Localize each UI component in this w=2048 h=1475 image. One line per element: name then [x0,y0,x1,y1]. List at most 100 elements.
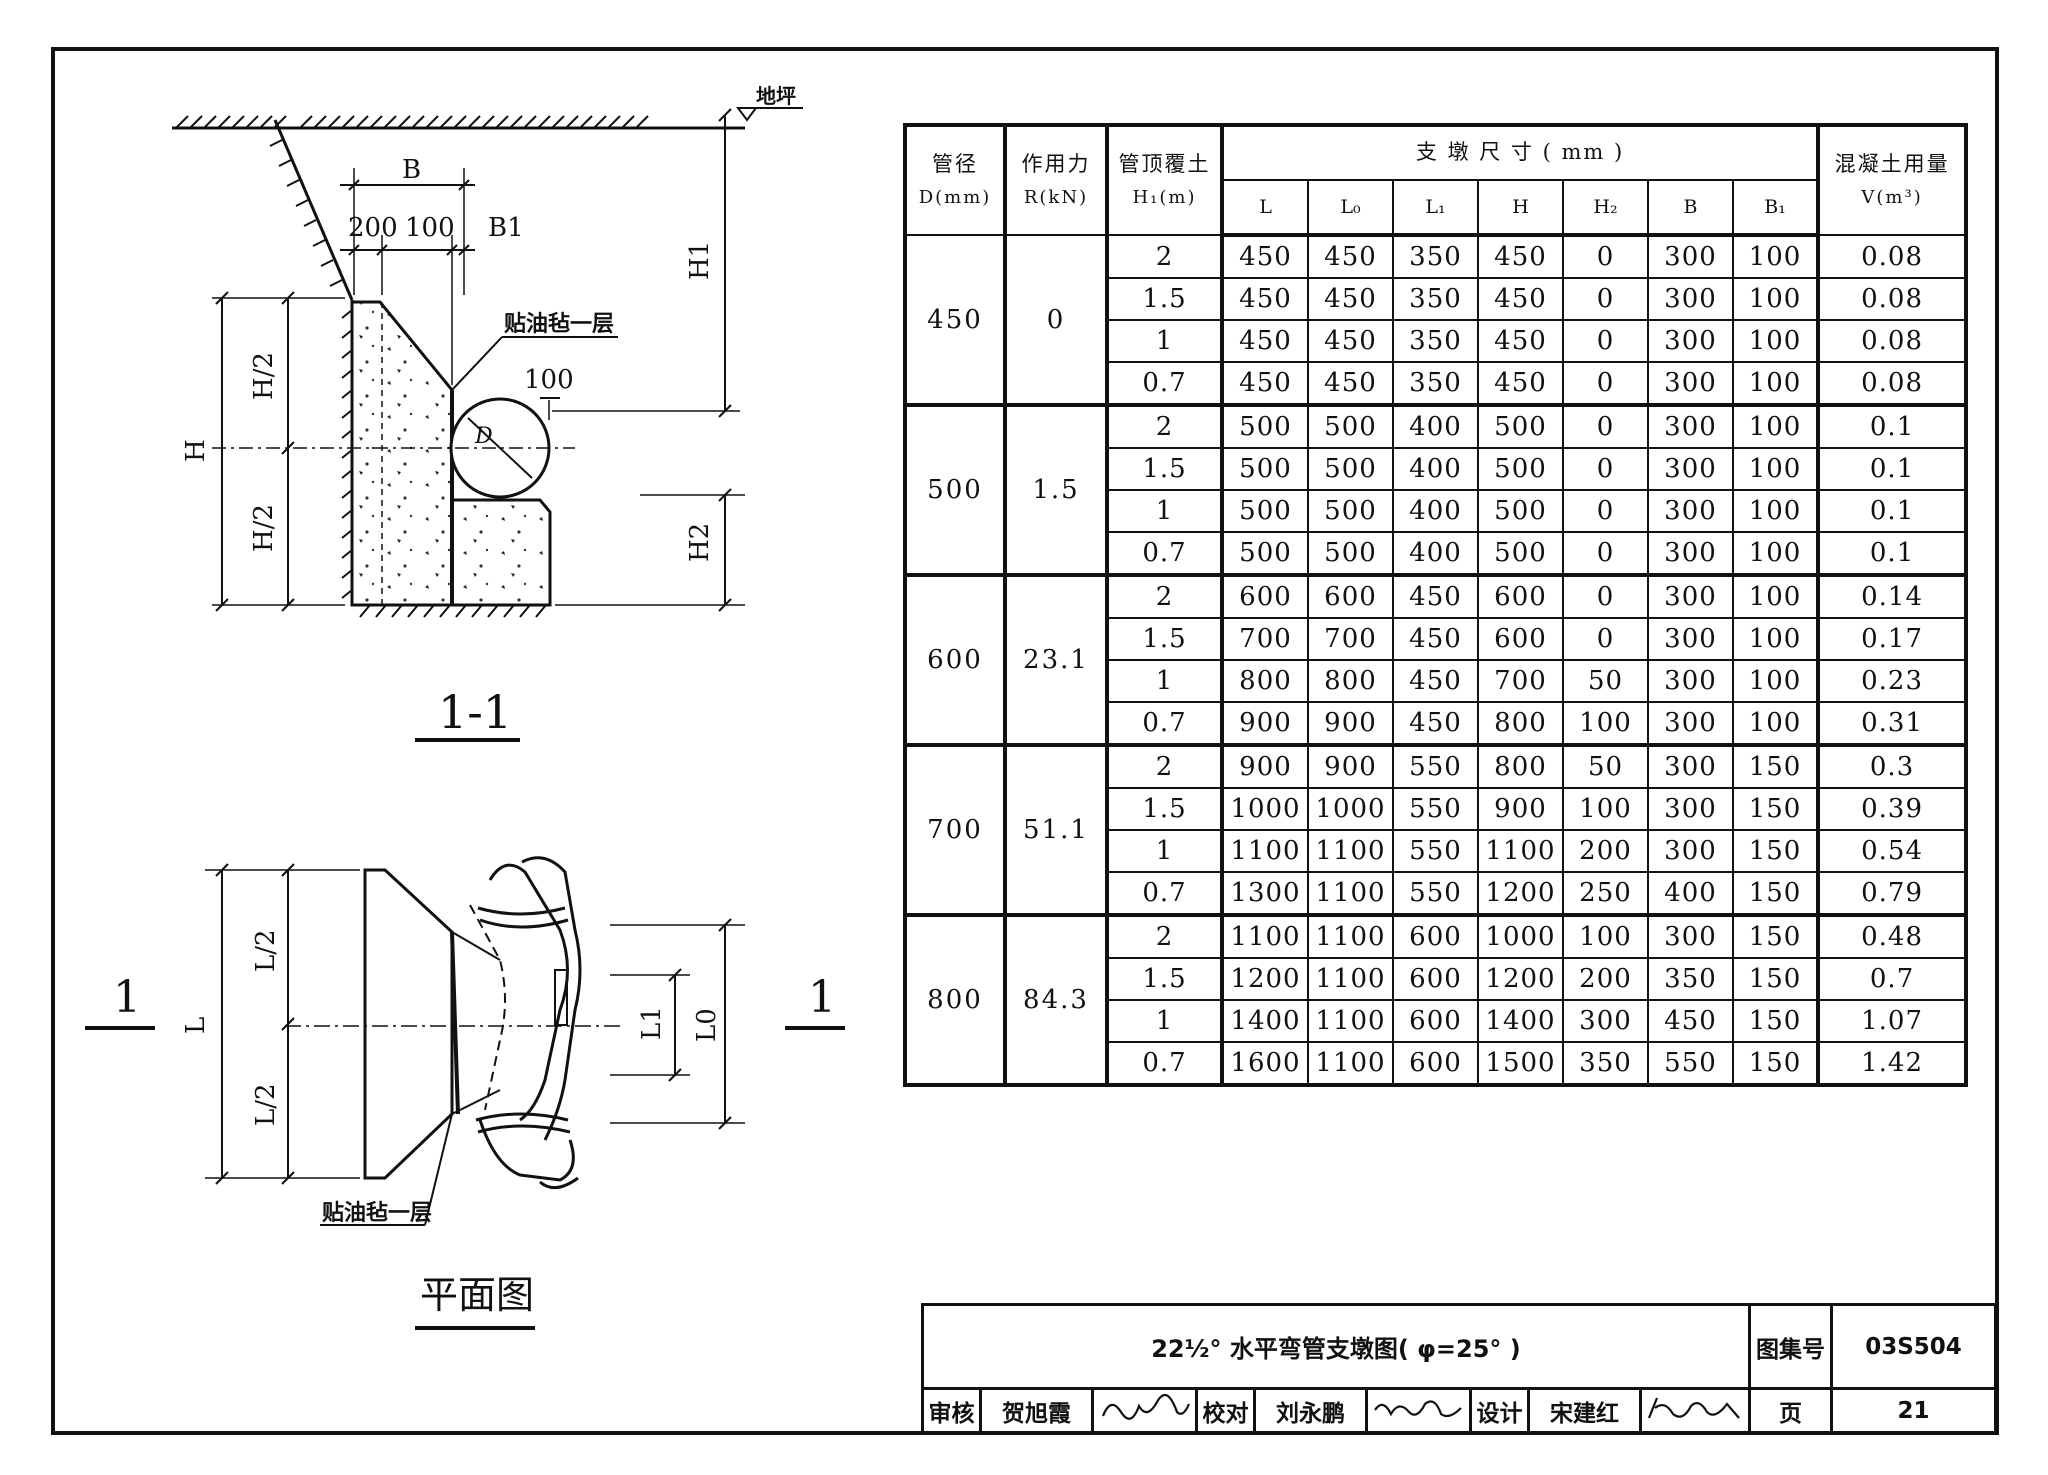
cell-dim-b1: 150 [1731,871,1821,917]
cell-dim-l0: 1100 [1307,999,1394,1043]
cell-dim-b1: 100 [1731,701,1821,747]
header-L1: L₁ [1392,179,1479,237]
cell-dim-l: 900 [1221,701,1309,747]
cell-dim-h2: 0 [1562,531,1649,577]
header-diameter-unit: D(mm) [918,187,992,209]
cell-dim-l0: 900 [1307,744,1394,789]
cell-dim-l0: 450 [1307,277,1394,321]
plan-view: L L/2 L/2 L1 L0 1 [85,856,845,1330]
dim-D: D [474,424,493,449]
cell-dim-l0: 1100 [1307,914,1394,959]
felt-label-plan: 贴油毡一层 [322,1200,432,1226]
cell-dim-l: 600 [1221,574,1309,619]
group-force: 1.5 [1004,404,1109,577]
cell-dim-l: 450 [1221,277,1309,321]
cell-volume: 0.1 [1817,531,1968,577]
header-dims-group: 支 墩 尺 寸 ( mm ) [1220,124,1821,181]
cell-cover-h1: 1 [1106,659,1224,703]
dim-100-pipe: 100 [524,365,574,395]
header-force-unit: R(kN) [1023,187,1089,209]
cell-dim-h2: 0 [1562,617,1649,661]
cell-volume: 1.07 [1817,999,1968,1043]
cell-dim-l1: 400 [1392,489,1479,533]
cell-dim-b1: 150 [1731,829,1821,873]
trench-slope [273,119,354,301]
cell-dim-b1: 100 [1731,489,1821,533]
cell-dim-l: 1300 [1221,871,1309,917]
dim-B: B [402,155,421,185]
cell-dim-b: 300 [1647,701,1734,747]
group-diameter: 500 [904,404,1007,577]
cell-dim-b: 300 [1647,361,1734,407]
cell-volume: 0.31 [1817,701,1968,747]
cell-dim-h: 450 [1477,319,1564,363]
cell-dim-b1: 100 [1731,617,1821,661]
section-title: 1-1 [438,685,512,739]
cell-dim-h2: 250 [1562,871,1649,917]
cell-cover-h1: 1.5 [1106,277,1224,321]
header-cover: 管顶覆土 H₁(m) [1106,124,1224,236]
cell-dim-h2: 0 [1562,361,1649,407]
cell-dim-l1: 400 [1392,447,1479,491]
checker-name: 刘永鹏 [1253,1387,1368,1435]
group-force: 51.1 [1004,744,1109,917]
group-diameter: 450 [904,234,1007,407]
cell-dim-h: 800 [1477,744,1564,789]
cell-dim-l: 900 [1221,744,1309,789]
cell-dim-b: 300 [1647,574,1734,619]
cell-dim-h: 500 [1477,447,1564,491]
cell-cover-h1: 1 [1106,999,1224,1043]
cell-volume: 0.1 [1817,404,1968,449]
header-L0: L₀ [1307,179,1394,237]
cell-dim-b1: 150 [1731,914,1821,959]
ground-label: 地坪 [756,84,796,108]
cell-dim-l0: 800 [1307,659,1394,703]
header-B: B [1647,179,1734,237]
group-diameter: 800 [904,914,1007,1087]
cell-dim-h2: 100 [1562,787,1649,831]
cell-dim-h: 600 [1477,617,1564,661]
cell-dim-l0: 700 [1307,617,1394,661]
cell-dim-l: 1000 [1221,787,1309,831]
designer-signature [1638,1387,1752,1435]
cell-dim-b: 300 [1647,447,1734,491]
cell-dim-b1: 100 [1731,361,1821,407]
cell-dim-b: 300 [1647,659,1734,703]
header-force-name: 作用力 [1021,152,1091,177]
cell-dim-l1: 550 [1392,829,1479,873]
cell-cover-h1: 1.5 [1106,957,1224,1001]
cell-dim-l1: 450 [1392,659,1479,703]
cell-dim-l0: 1000 [1307,787,1394,831]
cell-dim-l: 450 [1221,361,1309,407]
header-force: 作用力 R(kN) [1004,124,1109,236]
header-volume: 混凝土用量 V(m³) [1817,124,1968,236]
drawing-title: 22½° 水平弯管支墩图( φ=25° ) [920,1303,1752,1390]
cell-dim-b: 400 [1647,871,1734,917]
cell-dim-b: 300 [1647,234,1734,279]
cell-dim-l0: 1100 [1307,871,1394,917]
cell-dim-l: 500 [1221,404,1309,449]
cell-dim-b: 550 [1647,1041,1734,1087]
cell-dim-l: 500 [1221,447,1309,491]
cell-dim-l: 1400 [1221,999,1309,1043]
cell-volume: 0.14 [1817,574,1968,619]
cell-dim-b: 300 [1647,319,1734,363]
cell-dim-l0: 450 [1307,361,1394,407]
cell-dim-b: 300 [1647,829,1734,873]
cell-dim-l1: 450 [1392,574,1479,619]
cell-dim-l1: 550 [1392,744,1479,789]
cell-dim-h: 500 [1477,489,1564,533]
cell-volume: 1.42 [1817,1041,1968,1087]
cell-dim-h: 1200 [1477,957,1564,1001]
cell-volume: 0.08 [1817,319,1968,363]
